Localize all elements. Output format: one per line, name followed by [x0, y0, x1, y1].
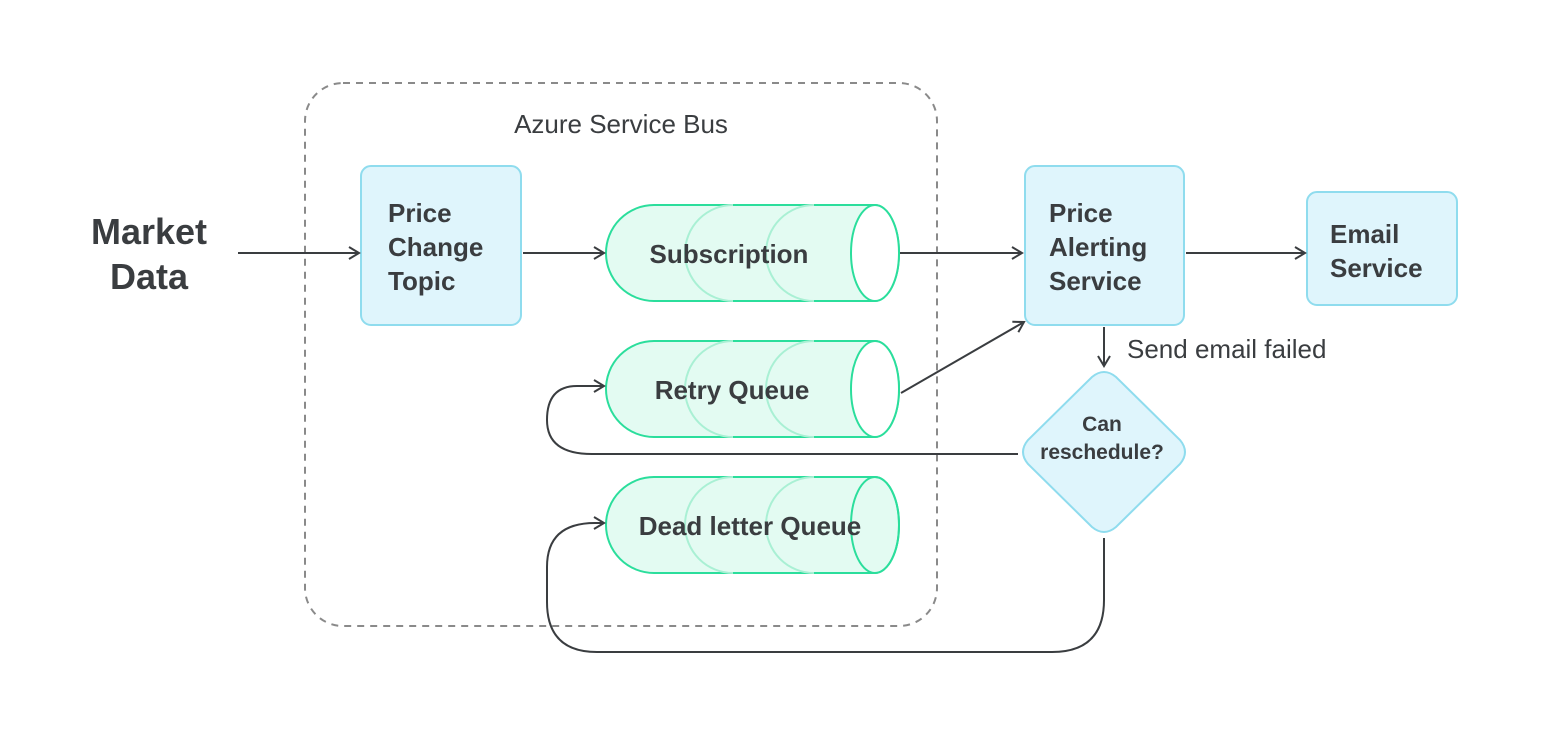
subscription-queue[interactable]: Subscription — [605, 204, 900, 302]
topic-label-line2: Change — [388, 232, 483, 262]
decision-label-line2: reschedule? — [1040, 441, 1164, 464]
email-label-line1: Email — [1330, 219, 1399, 249]
decision-label-line1: Can — [1082, 413, 1122, 436]
retry-queue-label: Retry Queue — [655, 375, 810, 405]
dead-letter-queue[interactable]: Dead letter Queue — [605, 476, 900, 574]
retry-queue[interactable]: Retry Queue — [605, 340, 900, 438]
market-data-label-line1: Market — [91, 211, 207, 252]
topic-label-line1: Price — [388, 198, 452, 228]
dead-letter-queue-label: Dead letter Queue — [639, 511, 862, 541]
topic-label-line3: Topic — [388, 266, 455, 296]
arrow-decision-to-retry — [545, 379, 1018, 455]
alerting-label-line3: Service — [1049, 266, 1142, 296]
market-data-label-line2: Data — [110, 256, 189, 297]
can-reschedule-decision[interactable]: Can reschedule? — [1022, 371, 1186, 533]
price-change-topic-node[interactable]: Price Change Topic — [360, 165, 522, 326]
arrow-decision-to-dead-letter — [546, 516, 1105, 653]
alerting-label-line1: Price — [1049, 198, 1113, 228]
send-email-failed-label: Send email failed — [1127, 334, 1326, 364]
email-service-node[interactable]: Email Service — [1306, 191, 1458, 306]
service-bus-group — [304, 82, 938, 627]
subscription-label: Subscription — [650, 239, 809, 269]
connectors — [238, 246, 1307, 653]
service-bus-label: Azure Service Bus — [514, 109, 728, 139]
alerting-label-line2: Alerting — [1049, 232, 1147, 262]
email-label-line2: Service — [1330, 253, 1423, 283]
arrow-retry-to-alerting — [900, 320, 1026, 394]
price-alerting-service-node[interactable]: Price Alerting Service — [1024, 165, 1185, 326]
